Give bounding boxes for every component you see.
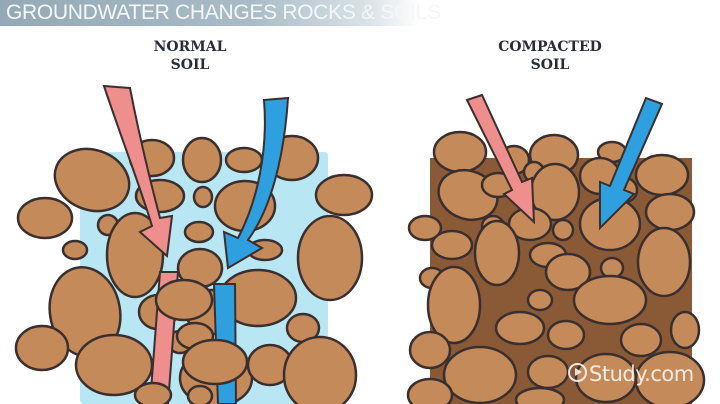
play-circle-icon [568, 363, 587, 382]
compacted-soil-label-line2: SOIL [530, 57, 570, 73]
title-bar: GROUNDWATER CHANGES ROCKS & SOILS [0, 0, 441, 26]
normal-soil-label-line2: SOIL [170, 57, 210, 73]
normal-soil-panel [14, 84, 374, 404]
diagram-title: GROUNDWATER CHANGES ROCKS & SOILS [6, 1, 441, 24]
normal-soil-label: NORMAL SOIL [140, 38, 240, 74]
watermark-text: Study.com [589, 362, 694, 386]
normal-soil-label-line1: NORMAL [153, 39, 227, 55]
compacted-soil-label-line1: COMPACTED [498, 39, 602, 55]
study-com-watermark: Study.com [568, 362, 694, 386]
blue-water-flow-arrow-compacted [599, 96, 664, 231]
compacted-soil-label: COMPACTED SOIL [490, 38, 610, 74]
compacted-soil-panel [406, 93, 706, 404]
pink-water-flow-arrow-compacted [465, 93, 536, 225]
normal-soil-rocks [14, 134, 374, 404]
